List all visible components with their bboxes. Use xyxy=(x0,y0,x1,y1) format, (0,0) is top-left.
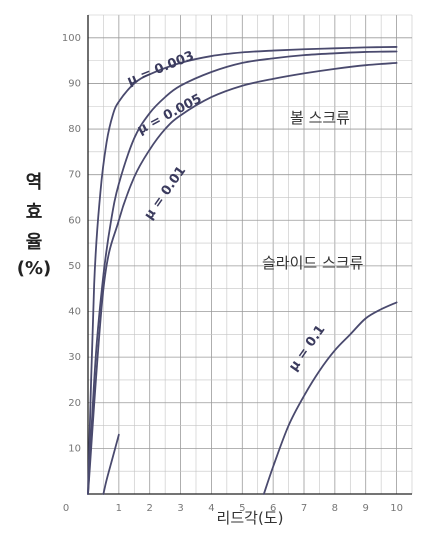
y-tick-label: 80 xyxy=(68,124,81,135)
y-tick-label: 100 xyxy=(62,33,81,44)
y-tick-label: 40 xyxy=(68,307,81,318)
x-tick-label: 7 xyxy=(301,503,307,514)
x-tick-label: 2 xyxy=(147,503,153,514)
x-tick-label: 6 xyxy=(270,503,276,514)
x-tick-label: 4 xyxy=(208,503,214,514)
x-tick-label: 5 xyxy=(239,503,245,514)
axes xyxy=(87,15,412,495)
series-line-1 xyxy=(87,50,398,495)
y-axis-label-line-1: 역 xyxy=(25,172,43,193)
annotation-ball-screw: 볼 스크류 xyxy=(290,109,350,127)
annotation-slide-screw: 슬라이드 스크류 xyxy=(262,254,364,272)
y-tick-label: 30 xyxy=(68,352,81,363)
series-line-0 xyxy=(87,46,398,495)
series-line-2 xyxy=(87,62,398,495)
series-line-4 xyxy=(262,301,398,495)
series-label: μ = 0.005 xyxy=(135,91,204,137)
x-axis-label: 리드각(도) xyxy=(216,509,284,527)
y-tick-label: 70 xyxy=(68,170,81,181)
x-tick-label: 1 xyxy=(116,503,122,514)
x-tick-label: 8 xyxy=(332,503,338,514)
grid xyxy=(88,14,413,494)
y-tick-label: 50 xyxy=(68,261,81,272)
x-tick-label: 3 xyxy=(177,503,183,514)
y-tick-label: 10 xyxy=(68,443,81,454)
y-tick-label: 20 xyxy=(68,398,81,409)
series-lines xyxy=(87,46,398,495)
x-tick-label: 10 xyxy=(390,503,403,514)
series-line-3 xyxy=(102,433,120,495)
ticks: 0 1 2 3 4 5 6 7 8 9 10 10 20 30 40 50 60 70 80 90 100 xyxy=(62,33,403,514)
x-tick-label: 9 xyxy=(363,503,369,514)
y-axis-label-line-3: 율 xyxy=(25,232,43,253)
x-tick-label: 0 xyxy=(63,503,69,514)
y-axis-label-line-2: 효 xyxy=(25,202,43,223)
y-tick-label: 90 xyxy=(68,78,81,89)
y-axis-label-line-4: (%) xyxy=(16,258,52,279)
y-tick-label: 60 xyxy=(68,215,81,226)
